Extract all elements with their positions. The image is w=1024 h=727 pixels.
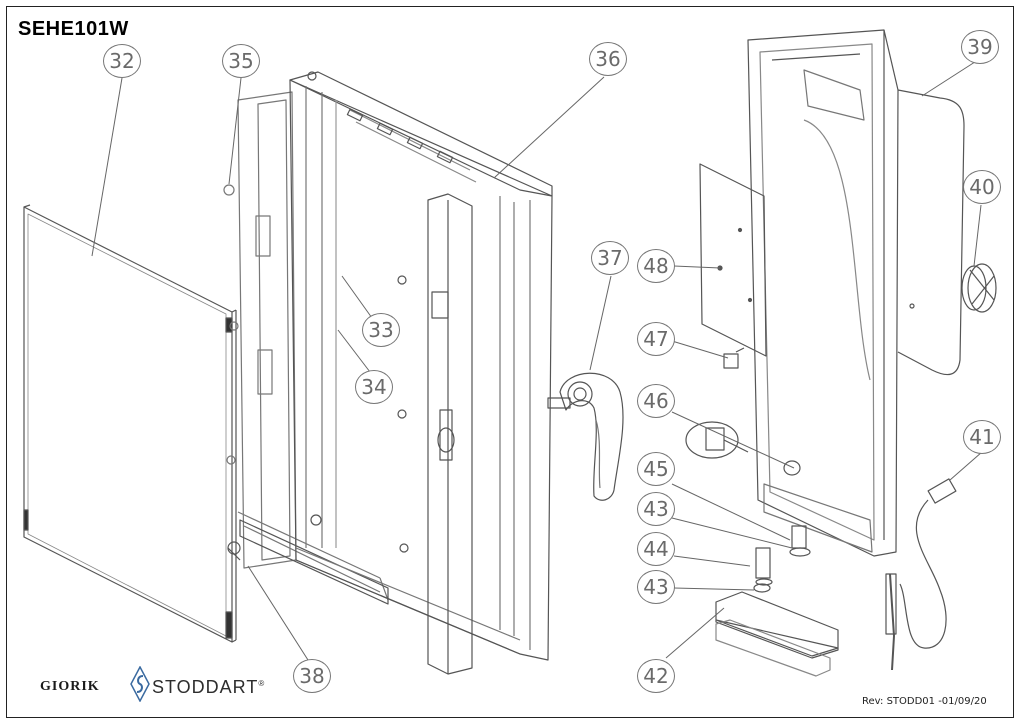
callout-48: 48 <box>637 249 675 283</box>
part-36-door-frame <box>289 71 553 675</box>
callout-41: 41 <box>963 420 1001 454</box>
callout-43-lower: 43 <box>637 570 675 604</box>
callout-39: 39 <box>961 30 999 64</box>
part-41-probe <box>885 478 957 671</box>
callout-32: 32 <box>103 44 141 78</box>
part-48-plate <box>699 163 767 357</box>
callout-35: 35 <box>222 44 260 78</box>
part-47-bracket <box>723 347 745 369</box>
callout-37: 37 <box>591 241 629 275</box>
model-code: SEHE101W <box>18 18 129 40</box>
part-46-knob <box>685 421 801 476</box>
revision-label: Rev: STODD01 -01/09/20 <box>862 696 987 707</box>
callout-42: 42 <box>637 659 675 693</box>
callout-45: 45 <box>637 452 675 486</box>
drawing-border <box>6 6 1014 718</box>
part-38-bottom-rail <box>227 519 389 605</box>
part-32-glass-panel <box>23 204 237 643</box>
part-37-handle <box>547 372 624 501</box>
part-42-base <box>715 591 839 677</box>
callout-34: 34 <box>355 370 393 404</box>
stoddart-wordmark: STODDART <box>152 677 259 697</box>
callout-44: 44 <box>637 532 675 566</box>
part-45-44-43-valves <box>753 525 811 593</box>
callout-43-upper: 43 <box>637 492 675 526</box>
giorik-logo: GIORIK <box>40 679 100 694</box>
trademark-mark: ® <box>258 679 266 688</box>
callout-36: 36 <box>589 42 627 76</box>
stoddart-logo-text: STODDART® <box>152 677 265 698</box>
leader-lines <box>91 59 983 661</box>
part-40-fan <box>961 263 997 313</box>
part-39-outer-shell <box>747 29 965 557</box>
callout-40: 40 <box>963 170 1001 204</box>
callout-38: 38 <box>293 659 331 693</box>
callout-33: 33 <box>362 313 400 347</box>
callout-46: 46 <box>637 384 675 418</box>
stoddart-logo-icon <box>130 666 150 702</box>
callout-47: 47 <box>637 322 675 356</box>
